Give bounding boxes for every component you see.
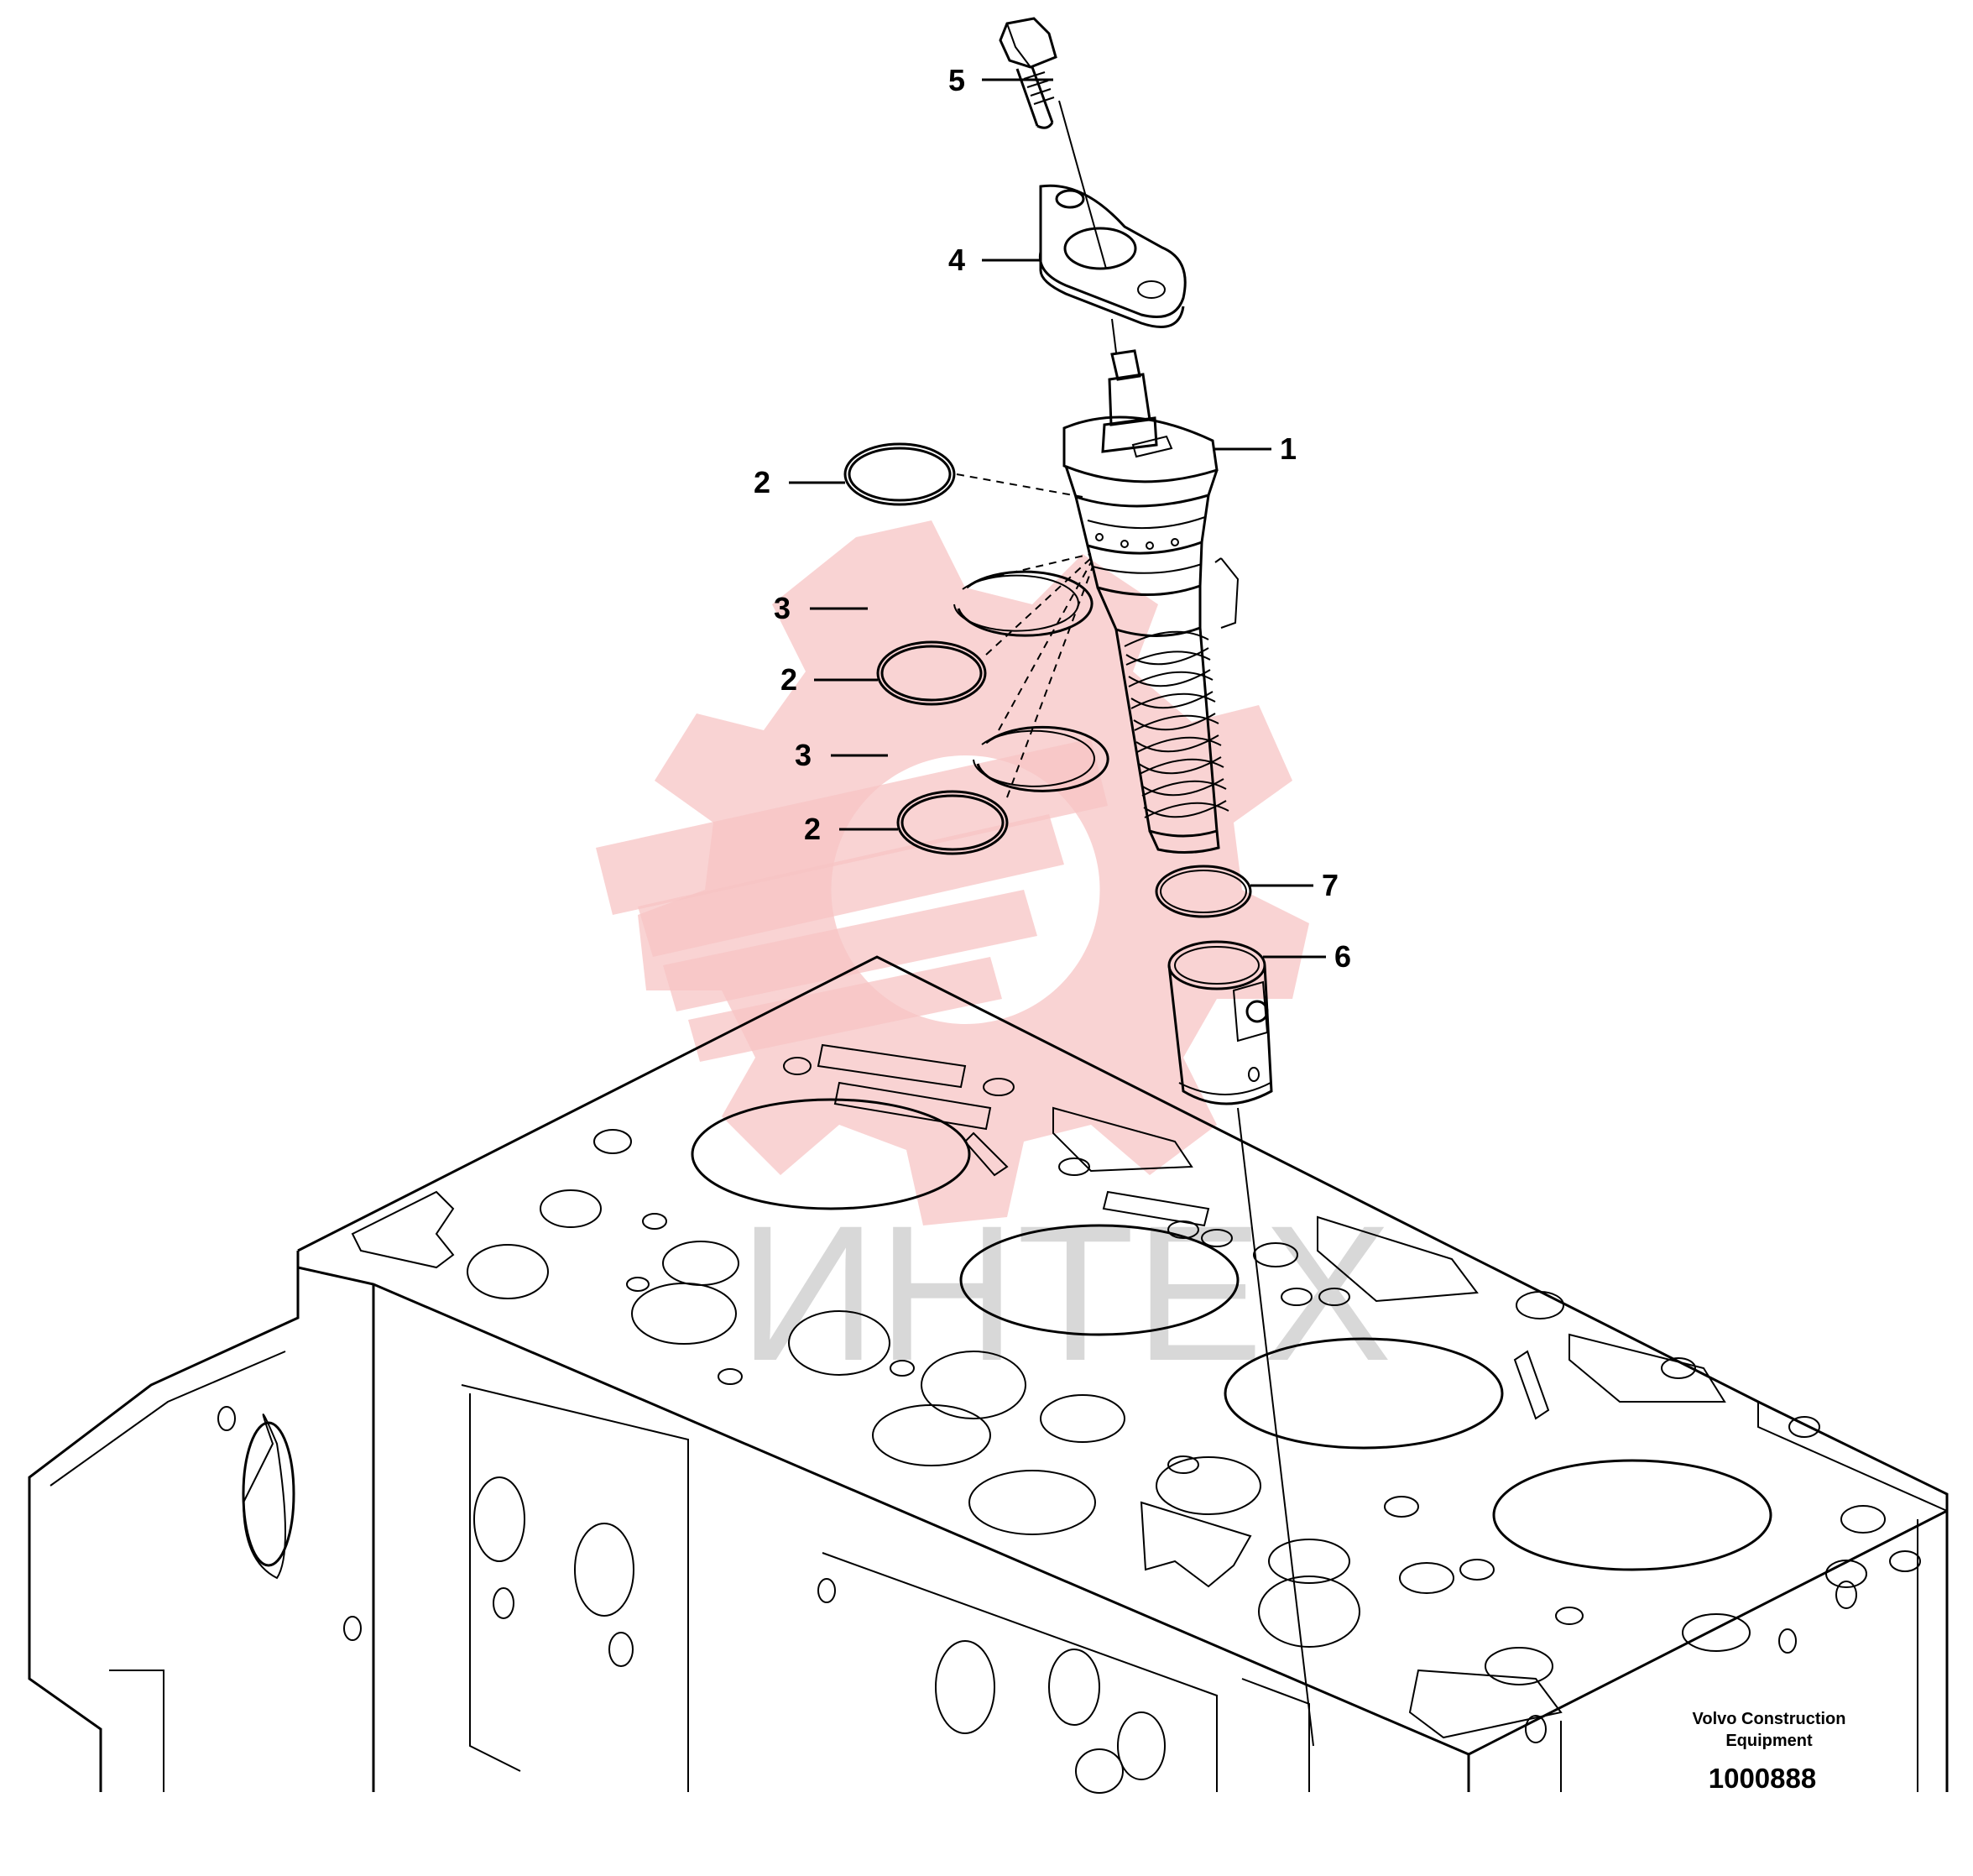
callout-2-top: 2: [754, 465, 770, 499]
ring-2-middle: [876, 640, 987, 706]
brand-line-1: Volvo Construction: [1693, 1710, 1846, 1728]
ring-3-lower: [973, 725, 1109, 792]
callout-2-middle: 2: [780, 662, 797, 697]
callout-2-bottom: 2: [804, 812, 821, 846]
part-7-seal-ring: [1155, 865, 1252, 918]
part-5-bolt: [999, 17, 1057, 129]
brand-line-2: Equipment: [1725, 1732, 1813, 1750]
leader-lines: [789, 78, 1326, 959]
engine-block: [28, 955, 1949, 1794]
ring-position-dashes: [956, 473, 1094, 798]
watermark-text: ИНТЕХ: [739, 1185, 1392, 1401]
callout-5: 5: [948, 63, 965, 97]
callout-4: 4: [948, 243, 965, 277]
callout-7: 7: [1322, 868, 1339, 902]
part-6-sleeve: [1167, 940, 1273, 1105]
callout-3-lower: 3: [795, 738, 812, 772]
watermark-logo: ИНТЕХ: [596, 520, 1392, 1401]
callout-6: 6: [1334, 939, 1351, 974]
callout-3-upper: 3: [774, 591, 791, 625]
document-number: 1000888: [1709, 1763, 1816, 1794]
part-4-flange: [1038, 184, 1187, 328]
assembly-axis: [1058, 100, 1314, 1747]
ring-2-top: [843, 442, 956, 506]
callout-1: 1: [1280, 431, 1297, 466]
ring-2-bottom: [896, 790, 1009, 855]
part-1-pump-element: [1062, 349, 1240, 854]
